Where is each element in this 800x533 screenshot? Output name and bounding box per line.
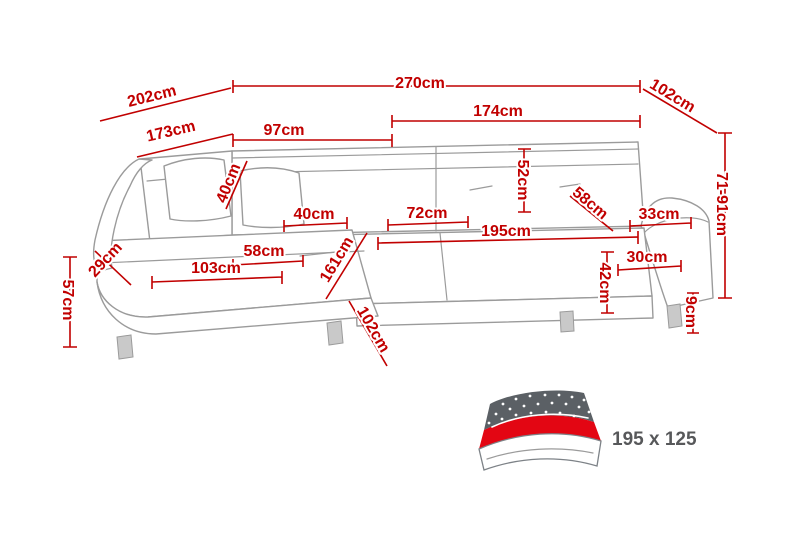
dim-161cm-line: [325, 232, 368, 300]
dimension-103cm: 103cm: [151, 258, 283, 289]
dim-58cm-seat-label: 58cm: [244, 243, 285, 260]
dimension-58cm-seat: 58cm: [232, 241, 304, 271]
pillow-right-outline: [239, 167, 305, 229]
dim-103cm-line: [151, 271, 283, 289]
dim-29cm-line: [94, 250, 132, 286]
cushion-crease-3: [299, 251, 337, 257]
sofa-bed-icon: 195 x 125: [478, 390, 697, 471]
dimension-195cm: 195cm: [377, 221, 639, 250]
dim-42cm-label: 42cm: [596, 263, 613, 304]
dimension-9cm: 9cm: [680, 292, 701, 334]
dim-174cm-label: 174cm: [473, 103, 523, 120]
bed-box-front: [478, 433, 602, 471]
dim-71-91cm-label: 71-91cm: [713, 172, 730, 236]
leg-front-mid: [326, 320, 344, 346]
armrest-right-outline: [640, 197, 714, 309]
dim-174cm-line: [391, 115, 641, 128]
dimension-52cm: 52cm: [512, 148, 533, 213]
cushion-crease-1: [469, 185, 493, 191]
dim-102cm-top-line: [642, 88, 718, 134]
armrest-right-roll: [643, 217, 709, 234]
dimension-71-91cm: 71-91cm: [711, 132, 732, 299]
dim-202cm-label: 202cm: [126, 82, 178, 111]
bed-box-front-seam: [486, 448, 594, 460]
dimension-97cm: 97cm: [232, 120, 393, 147]
seat-right-seam: [439, 232, 448, 301]
bed-blanket-fold: [491, 413, 589, 428]
chaise-seat-seam: [101, 250, 365, 264]
dimension-42cm: 42cm: [594, 251, 615, 314]
dim-33cm-label: 33cm: [639, 206, 680, 223]
dim-102cm-bottom-line: [348, 300, 388, 367]
base-right-outline: [355, 295, 654, 327]
dimension-30cm: 30cm: [617, 247, 682, 276]
leg-front-right: [559, 310, 575, 333]
pillow-left-outline: [163, 157, 232, 222]
headrest-fold-line: [231, 163, 639, 174]
cushion-crease-2: [559, 183, 581, 188]
dimension-102cm-top: 102cm: [642, 74, 718, 134]
dim-202cm-line: [99, 87, 232, 122]
sofa-drawing: [92, 141, 714, 360]
dim-9cm-label: 9cm: [682, 296, 699, 328]
bed-storage-interior: [479, 415, 601, 449]
dim-270cm-line: [232, 80, 641, 93]
backrest-top-seam: [231, 148, 639, 159]
dimension-202cm: 202cm: [99, 80, 232, 122]
dim-103cm-label: 103cm: [191, 260, 241, 277]
dimension-57cm: 57cm: [57, 256, 78, 348]
dim-173cm-label: 173cm: [145, 118, 197, 146]
dim-71-91cm-line: [718, 132, 732, 299]
dim-30cm-label: 30cm: [627, 249, 668, 266]
dim-42cm-line: [601, 251, 614, 314]
dimension-270cm: 270cm: [232, 73, 641, 94]
bed-size-label: 195 x 125: [612, 429, 697, 450]
dimension-72cm: 72cm: [387, 203, 469, 231]
dim-57cm-label: 57cm: [59, 280, 76, 321]
dim-40cm-headrest-line: [225, 160, 248, 210]
dim-30cm-line: [617, 260, 682, 276]
chaise-front-outline: [96, 281, 379, 335]
dim-33cm-line: [629, 217, 692, 232]
leg-arm-right: [666, 303, 683, 329]
dim-57cm-line: [63, 256, 77, 348]
dim-72cm-label: 72cm: [407, 205, 448, 222]
dim-58cm-seat-line: [232, 255, 304, 271]
dim-97cm-line: [232, 134, 393, 147]
dim-40cm-cushion-label: 40cm: [294, 206, 335, 223]
dim-58cm-armrest-line: [569, 195, 614, 232]
leg-front-left: [116, 334, 134, 360]
dim-52cm-label: 52cm: [514, 160, 531, 201]
dim-52cm-line: [518, 148, 531, 213]
dim-72cm-line: [387, 216, 469, 231]
dim-270cm-label: 270cm: [395, 75, 445, 92]
dimension-174cm: 174cm: [391, 101, 641, 128]
dimension-173cm: 173cm: [136, 116, 234, 158]
dim-173cm-line: [136, 133, 234, 158]
dim-195cm-label: 195cm: [481, 223, 531, 240]
dim-9cm-line: [687, 292, 699, 334]
dim-40cm-cushion-line: [283, 217, 348, 232]
dimension-40cm-cushion: 40cm: [283, 204, 348, 232]
dim-195cm-line: [377, 231, 639, 250]
dimension-33cm: 33cm: [629, 204, 692, 232]
dim-97cm-label: 97cm: [264, 122, 305, 139]
